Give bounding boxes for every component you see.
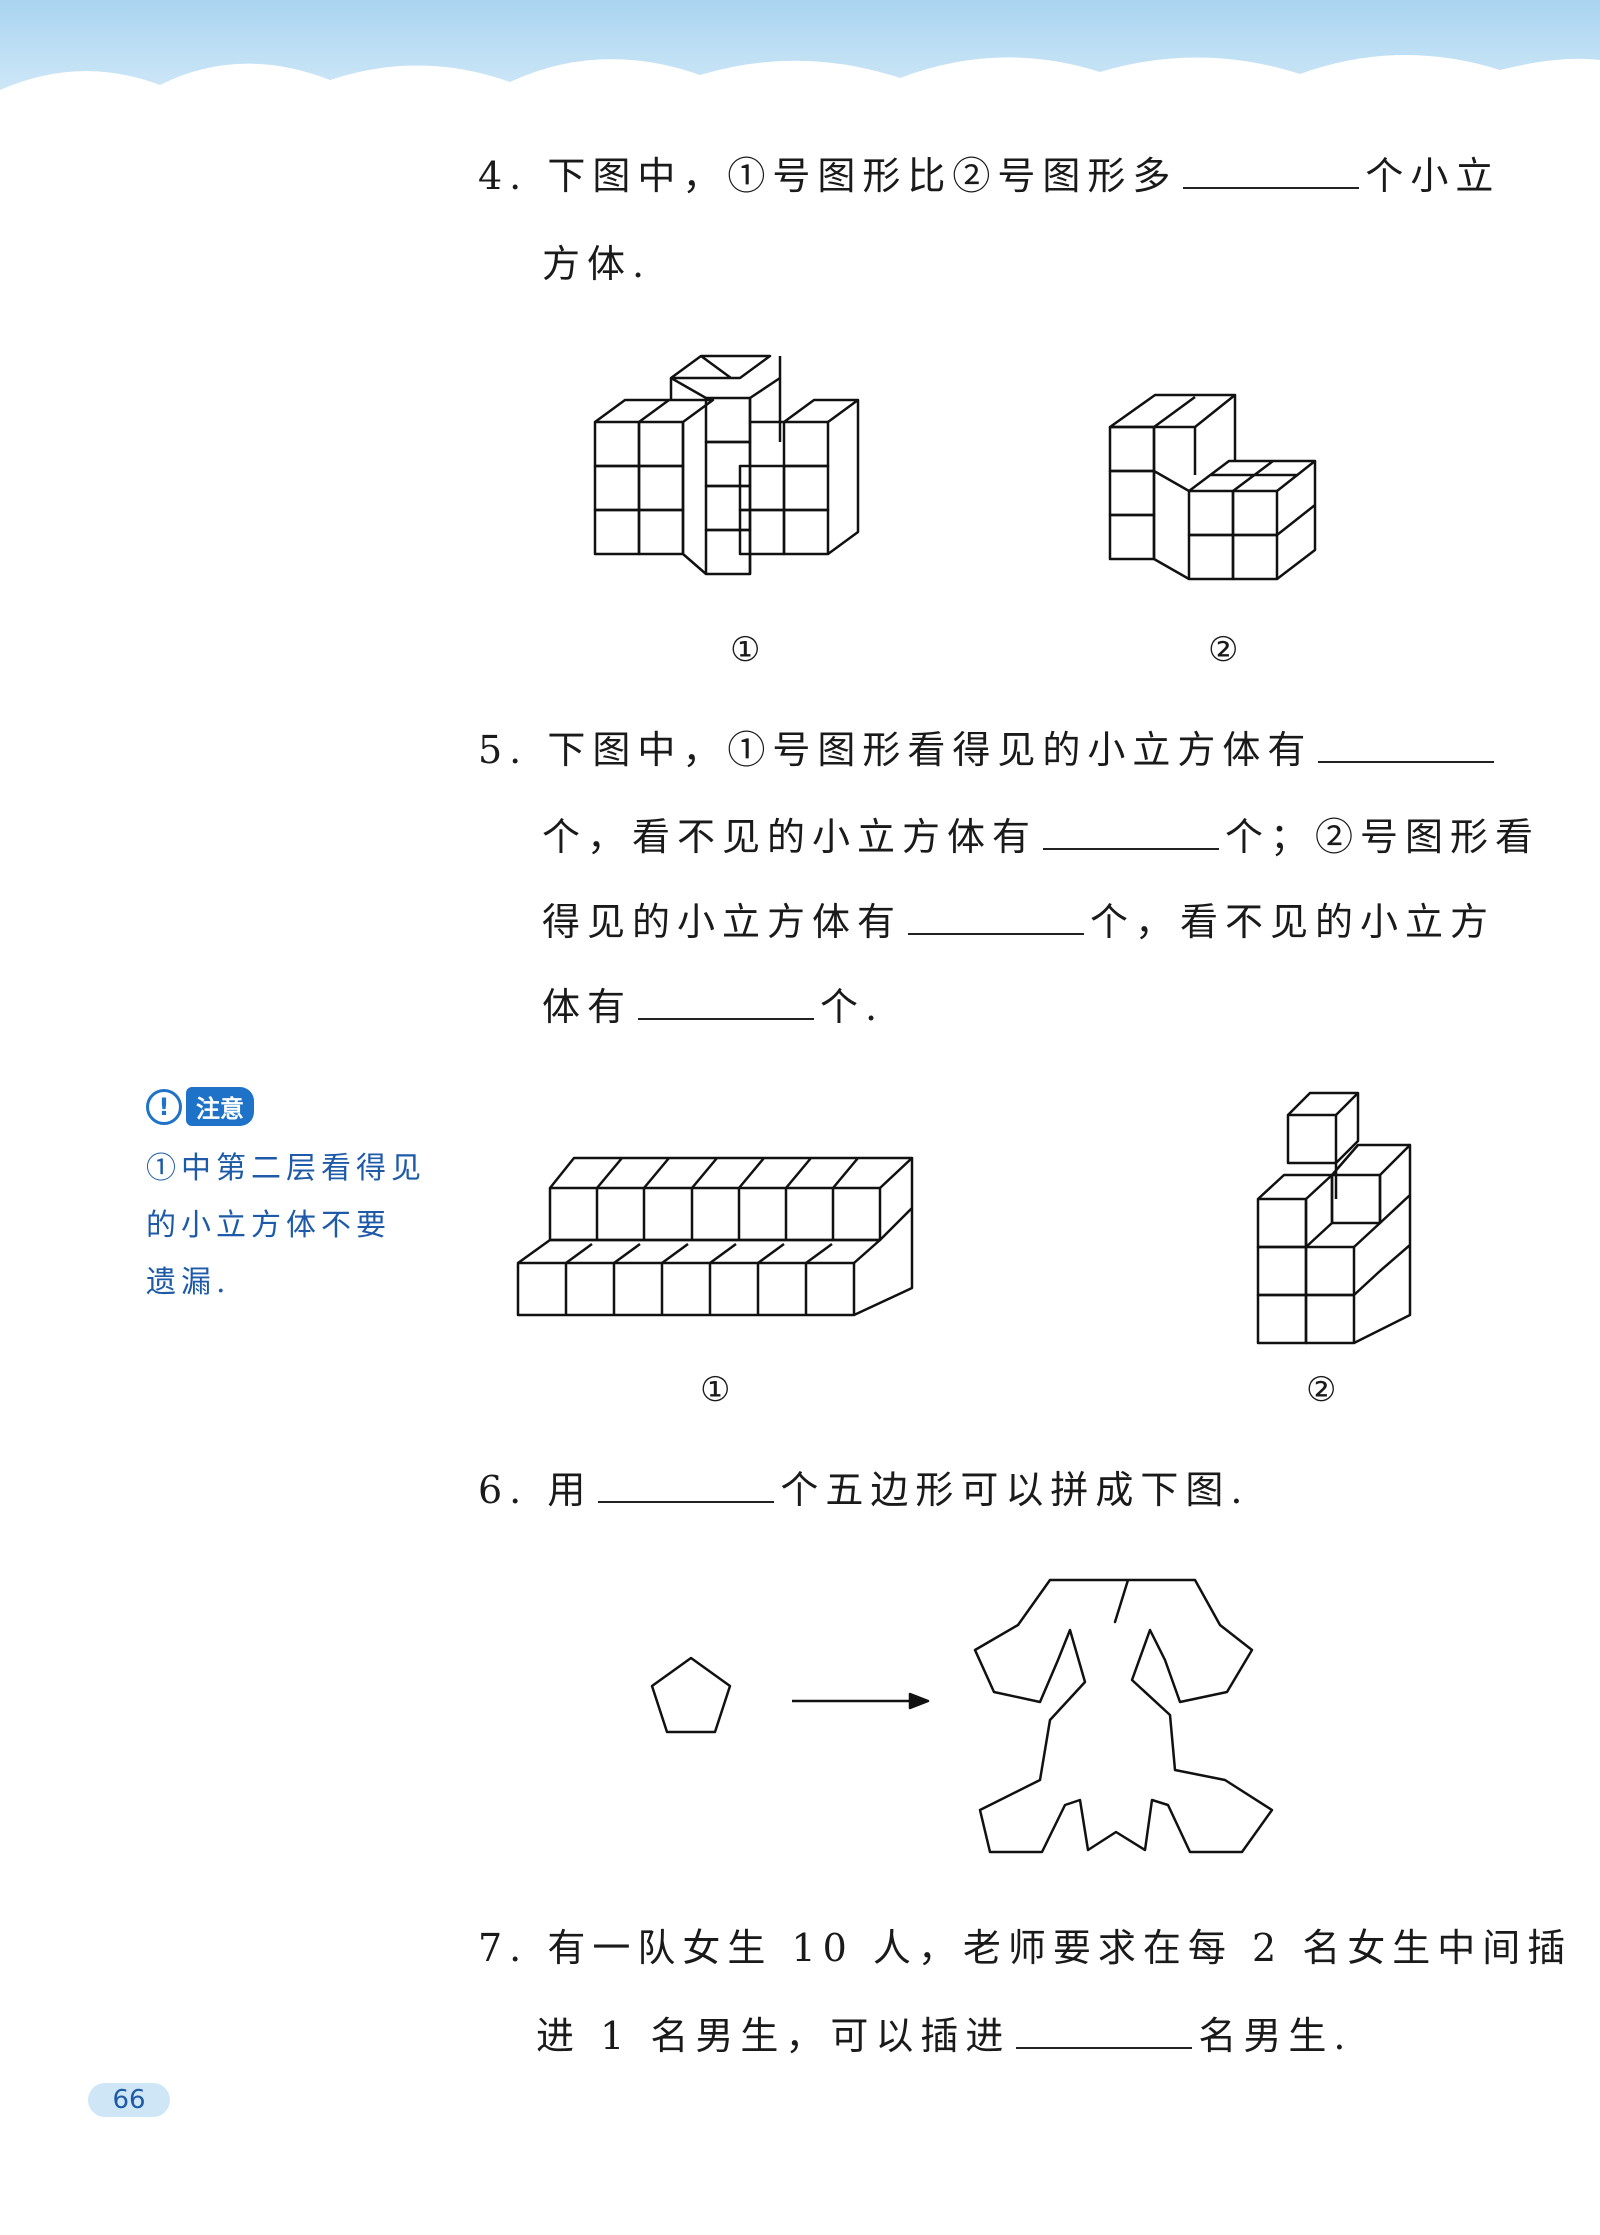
note-text: ①中第二层看得见 的小立方体不要 遗漏.	[146, 1140, 436, 1311]
q5-text-2b: 个；②号图形看	[1225, 815, 1541, 859]
note-box: ! 注意 ①中第二层看得见 的小立方体不要 遗漏.	[146, 1087, 436, 1311]
q7-answer-blank[interactable]	[1016, 2017, 1193, 2049]
q5-line3: 得见的小立方体有 个，看不见的小立方	[542, 900, 1495, 944]
q4-figure-2-label: ②	[1208, 630, 1239, 670]
q7-line2: 进 1 名男生，可以插进 名男生.	[536, 2014, 1352, 2058]
q5-line4: 体有 个.	[542, 985, 884, 1029]
q5-text-1: 下图中，①号图形看得见的小立方体有	[547, 728, 1313, 772]
q5-answer-blank-2[interactable]	[1043, 818, 1220, 850]
note-badge: ! 注意	[146, 1087, 436, 1126]
q5-text-4b: 个.	[820, 985, 885, 1029]
q4-figure-1-label: ①	[730, 630, 761, 670]
page-number: 66	[88, 2083, 170, 2117]
q5-figure-1-cube-rows	[516, 1156, 914, 1317]
q7-text-2b: 名男生.	[1198, 2014, 1353, 2058]
q5-text-3a: 得见的小立方体有	[542, 900, 903, 944]
q5-answer-blank-3[interactable]	[908, 903, 1085, 935]
q4-figure-1-cube-stack	[593, 354, 860, 576]
q4-text-b: 个小立	[1365, 154, 1501, 198]
q4-text-a: 下图中，①号图形比②号图形多	[547, 154, 1178, 198]
q4-line1: 4. 下图中，①号图形比②号图形多 个小立	[478, 154, 1500, 198]
q4-number: 4.	[478, 154, 529, 198]
q5-text-3b: 个，看不见的小立方	[1090, 900, 1496, 944]
q5-text-4a: 体有	[542, 985, 633, 1029]
composite-pentagon-shape	[973, 1578, 1274, 1854]
q6-text-a: 用	[547, 1468, 593, 1512]
arrow-head	[908, 1692, 930, 1710]
q5-line1: 5. 下图中，①号图形看得见的小立方体有	[478, 728, 1500, 772]
note-text-line-3: 遗漏.	[146, 1265, 231, 1300]
note-text-line-2: 的小立方体不要	[146, 1208, 391, 1243]
exclamation-icon: !	[146, 1088, 182, 1125]
q4-answer-blank[interactable]	[1183, 157, 1360, 189]
q6-pentagon-figure	[650, 1578, 1274, 1854]
q5-figure-1-label: ①	[700, 1370, 731, 1410]
q4-figure-2-cube-stack	[1108, 393, 1317, 581]
q6-text-b: 个五边形可以拼成下图.	[780, 1468, 1250, 1512]
single-pentagon	[650, 1656, 732, 1734]
q5-line2: 个，看不见的小立方体有 个；②号图形看	[542, 815, 1540, 859]
q7-number: 7.	[478, 1926, 529, 1970]
note-text-line-1: ①中第二层看得见	[146, 1151, 426, 1186]
q5-answer-blank-4[interactable]	[638, 988, 815, 1020]
q5-answer-blank-1[interactable]	[1318, 731, 1495, 763]
q6-answer-blank[interactable]	[598, 1471, 775, 1503]
q5-number: 5.	[478, 728, 529, 772]
note-tag: 注意	[186, 1087, 254, 1126]
q5-text-2a: 个，看不见的小立方体有	[542, 815, 1038, 859]
q7-text-1: 有一队女生 10 人，老师要求在每 2 名女生中间插	[547, 1926, 1573, 1970]
q7-text-2a: 进 1 名男生，可以插进	[536, 2014, 1011, 2058]
q6-number: 6.	[478, 1468, 529, 1512]
q6-line: 6. 用 个五边形可以拼成下图.	[478, 1468, 1249, 1512]
header-sky-decoration	[0, 0, 1600, 150]
q5-figure-2-cube-tower	[1256, 1091, 1412, 1345]
q4-line2: 方体.	[542, 242, 652, 286]
q5-figure-2-label: ②	[1306, 1370, 1337, 1410]
q7-line1: 7. 有一队女生 10 人，老师要求在每 2 名女生中间插	[478, 1926, 1572, 1970]
